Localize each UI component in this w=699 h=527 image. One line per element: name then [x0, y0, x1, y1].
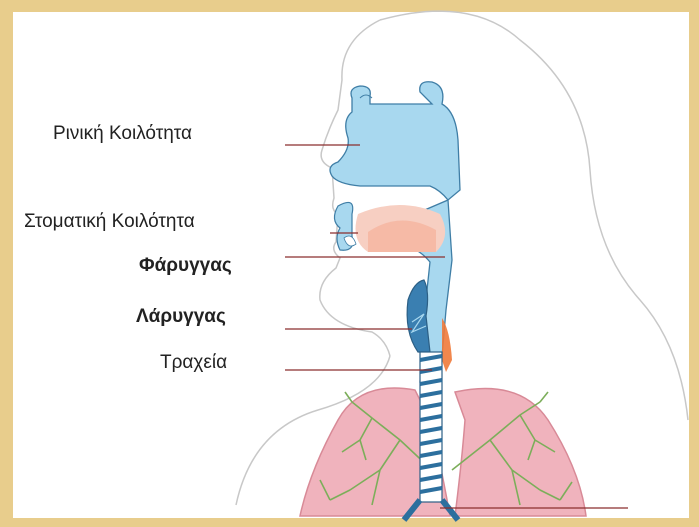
label-oral-cavity: Στοματική Κοιλότητα	[24, 211, 195, 233]
label-larynx: Λάρυγγας	[136, 306, 226, 328]
larynx-shape	[407, 280, 430, 352]
label-nasal-cavity: Ρινική Κοιλότητα	[53, 123, 192, 145]
label-pharynx: Φάρυγγας	[139, 255, 232, 277]
nasal-cavity-shape	[330, 82, 460, 200]
face-profile-outline	[320, 20, 390, 356]
esophagus-orange	[442, 318, 452, 372]
label-trachea: Τραχεία	[160, 352, 227, 374]
